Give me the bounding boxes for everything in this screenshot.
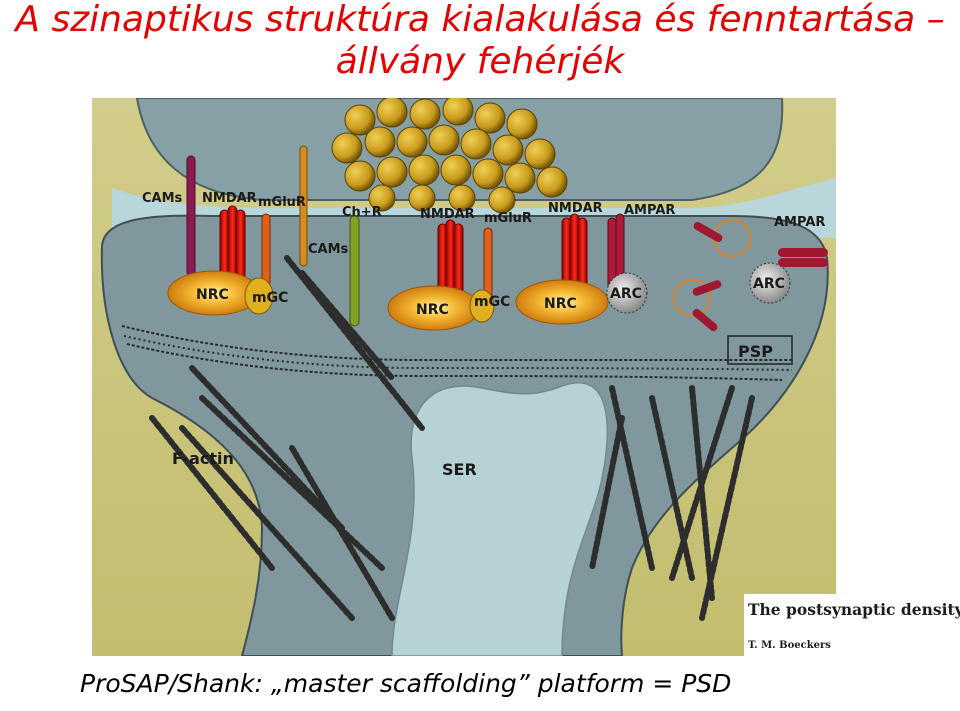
- nmdar-receptor-2: [437, 219, 464, 299]
- mglur-receptor-1: [261, 213, 271, 287]
- label-nmdar-1: NMDAR: [202, 191, 257, 206]
- f-actin-filaments: [149, 255, 755, 621]
- slide-title-line-1: A szinaptikus struktúra kialakulása és f…: [15, 0, 945, 40]
- label-nrc-3: NRC: [544, 296, 577, 312]
- mgc-complex-1: [244, 277, 274, 315]
- slide-title-line-2: állvány fehérjék: [335, 41, 625, 82]
- label-mglur-1: mGluR: [258, 195, 306, 210]
- mglur-receptor-2: [483, 227, 493, 301]
- label-arc-1: ARC: [610, 286, 642, 302]
- nmdar-receptor-1: [219, 205, 246, 281]
- label-nrc-2: NRC: [416, 302, 449, 318]
- cams-receptor-mid: [299, 145, 308, 267]
- label-nmdar-2: NMDAR: [420, 207, 475, 222]
- source-credit: The postsynaptic density T. M. Boeckers: [744, 594, 960, 658]
- arc-protein-1: [606, 272, 648, 314]
- ampar-internalized: [673, 219, 828, 332]
- label-chr: Ch+R: [342, 205, 382, 220]
- label-mgc-1: mGC: [252, 290, 288, 306]
- slide-caption: ProSAP/Shank: „master scaffolding” platf…: [80, 669, 732, 698]
- label-nmdar-3: NMDAR: [548, 201, 603, 216]
- label-mgc-2: mGC: [474, 294, 510, 310]
- psp-box: [727, 335, 793, 365]
- psd-band: [121, 325, 793, 381]
- chr-receptor: [349, 215, 360, 327]
- source-author: T. M. Boeckers: [748, 640, 831, 651]
- label-nrc-1: NRC: [196, 287, 229, 303]
- source-title: The postsynaptic density: [748, 600, 960, 619]
- cams-receptor-left: [186, 155, 196, 277]
- nrc-complex-3: [515, 279, 609, 325]
- label-cams-left: CAMs: [142, 191, 183, 206]
- ser-organelle: [391, 382, 608, 656]
- label-ser: SER: [442, 460, 477, 479]
- arc-protein-2: [749, 262, 791, 304]
- label-psp: PSP: [738, 342, 773, 361]
- mgc-complex-2: [469, 289, 495, 323]
- label-mglur-2: mGluR: [484, 211, 532, 226]
- ampar-receptor-1: [607, 213, 625, 291]
- synaptic-vesicles: [331, 98, 568, 214]
- label-ampar-1: AMPAR: [624, 203, 675, 218]
- label-arc-2: ARC: [753, 276, 785, 292]
- synapse-diagram: CAMs NMDAR mGluR Ch+R CAMs NMDAR mGluR N…: [92, 98, 836, 656]
- presynaptic-terminal: [135, 98, 784, 201]
- nmdar-receptor-3: [561, 213, 588, 293]
- label-factin: F-actin: [172, 449, 234, 468]
- label-cams-mid: CAMs: [308, 242, 349, 257]
- label-ampar-2: AMPAR: [774, 215, 825, 230]
